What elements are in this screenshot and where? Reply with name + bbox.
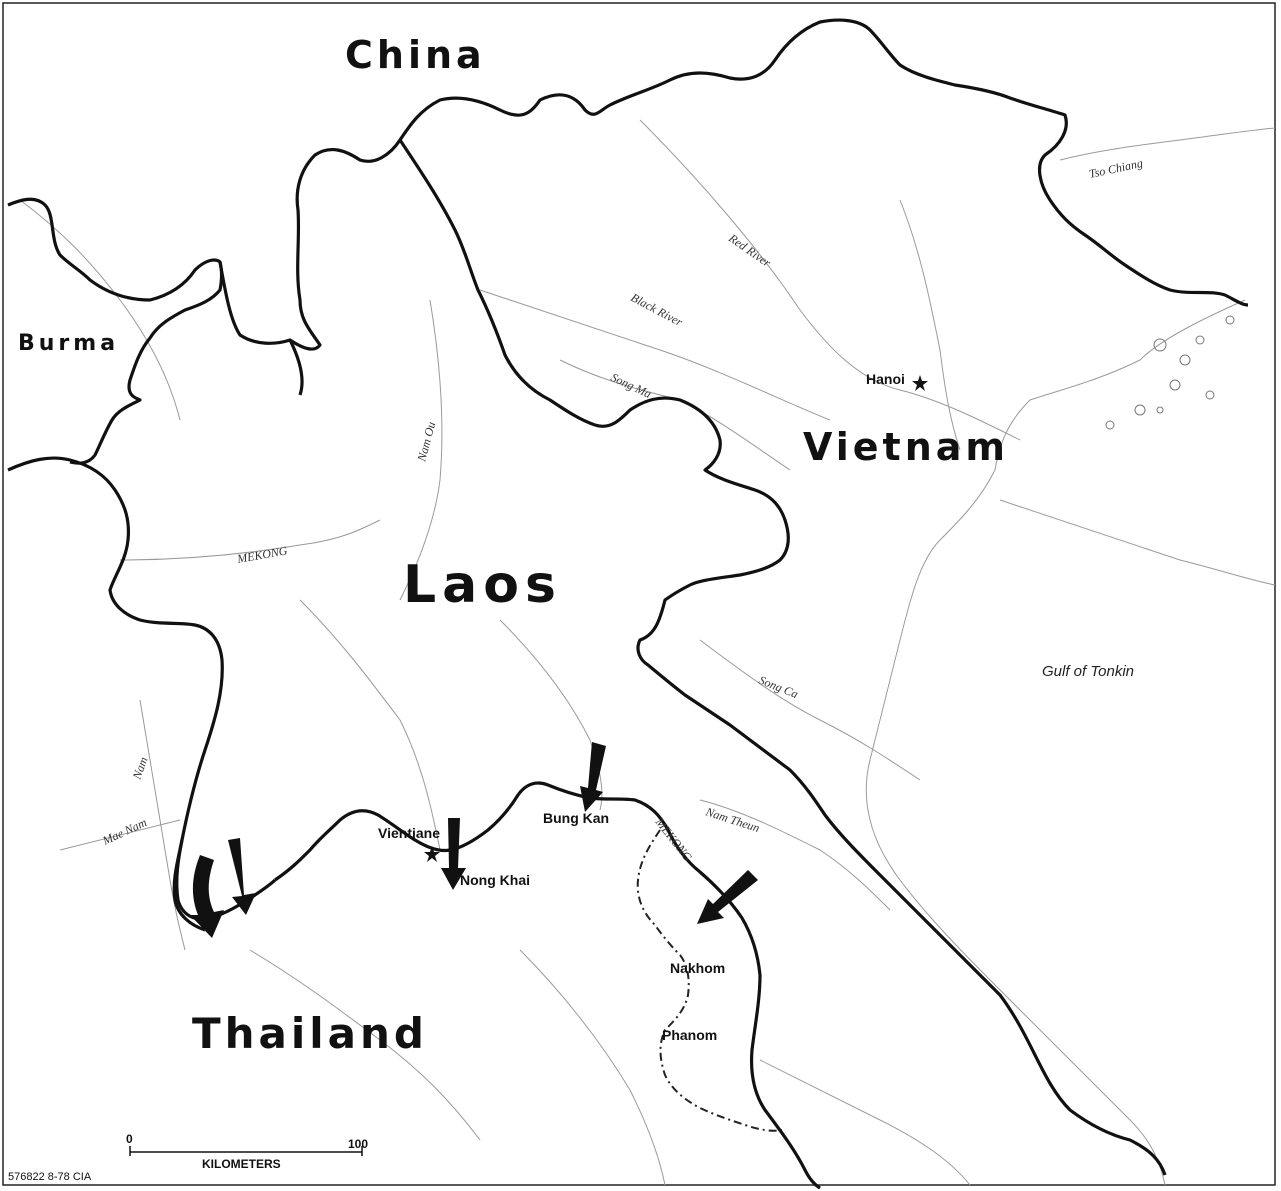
label-bung-kan: Bung Kan	[543, 810, 609, 826]
province-boundary	[636, 829, 783, 1132]
label-vietnam: Vietnam	[803, 425, 1009, 469]
scale-zero: 0	[126, 1132, 133, 1146]
arrow-bung-kan	[580, 742, 606, 812]
scale-hundred: 100	[348, 1137, 368, 1151]
movement-arrows	[190, 742, 758, 938]
arrow-west-curved	[190, 855, 224, 938]
label-hanoi: Hanoi	[866, 371, 905, 387]
label-thailand: Thailand	[192, 1009, 428, 1058]
label-gulf-of-tonkin: Gulf of Tonkin	[1042, 663, 1134, 680]
hanoi-star-icon	[912, 375, 928, 391]
label-vientiane: Vientiane	[378, 825, 440, 841]
label-phanom: Phanom	[662, 1027, 717, 1043]
footer-code: 576822 8-78 CIA	[8, 1171, 92, 1183]
arrow-west-straight	[228, 838, 256, 915]
arrow-nakhom	[697, 870, 758, 924]
scale-bar: 0 100 KILOMETERS	[126, 1132, 368, 1171]
label-china: China	[345, 33, 486, 77]
city-markers	[424, 375, 928, 862]
islands	[1105, 315, 1235, 430]
label-nong-khai: Nong Khai	[460, 872, 530, 888]
label-nakhom: Nakhom	[670, 960, 725, 976]
arrow-vientiane	[441, 818, 466, 890]
coastline	[865, 299, 1246, 1186]
vientiane-star-icon	[424, 846, 440, 862]
scale-unit: KILOMETERS	[202, 1157, 281, 1171]
river-network	[19, 119, 1276, 1186]
label-burma: Burma	[18, 331, 119, 356]
label-laos: Laos	[403, 555, 562, 615]
